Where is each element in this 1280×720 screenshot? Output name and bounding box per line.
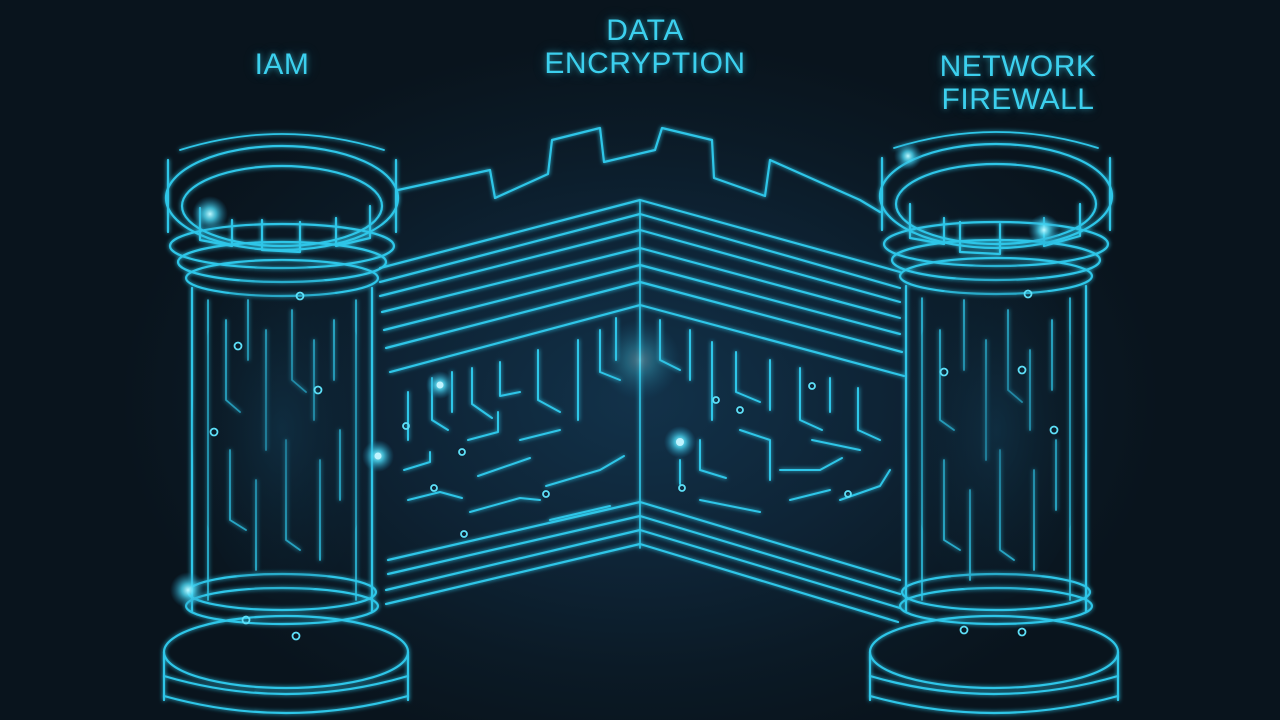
network-firewall-label: NETWORK FIREWALL bbox=[918, 50, 1118, 116]
data-encryption-label-line-1: DATA bbox=[606, 14, 684, 47]
network-firewall-label-line-2: FIREWALL bbox=[941, 83, 1095, 116]
iam-label: IAM bbox=[232, 48, 332, 81]
circuit-nodes bbox=[170, 142, 1060, 608]
wall-battlements bbox=[396, 126, 882, 214]
data-encryption-label-line-2: ENCRYPTION bbox=[544, 47, 746, 80]
circuit-terminals bbox=[209, 289, 1059, 641]
data-encryption-label: DATA ENCRYPTION bbox=[530, 14, 760, 80]
circuit-traces-right bbox=[659, 319, 891, 513]
network-firewall-label-line-1: NETWORK bbox=[939, 50, 1097, 83]
iam-label-text: IAM bbox=[254, 48, 310, 81]
